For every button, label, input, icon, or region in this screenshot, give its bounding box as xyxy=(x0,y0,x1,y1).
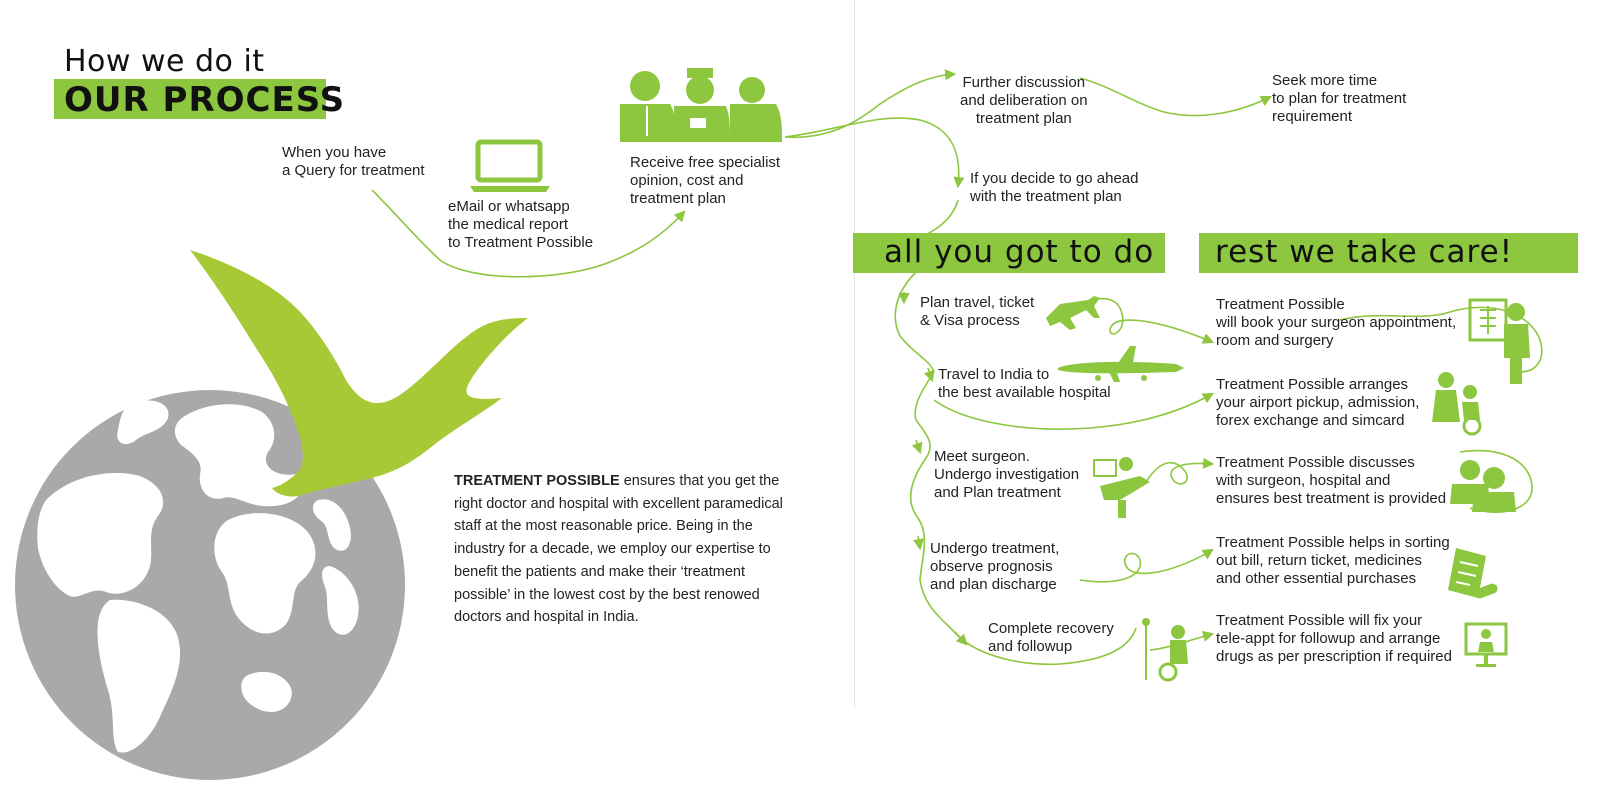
band-left-title: all you got to do xyxy=(884,234,1155,270)
step-seek: Seek more time to plan for treatment req… xyxy=(1272,72,1407,125)
left-step-meet-surgeon: Meet surgeon. Undergo investigation and … xyxy=(934,448,1080,501)
step-further: Further discussion and deliberation on t… xyxy=(960,74,1088,127)
description-brand: TREATMENT POSSIBLE xyxy=(454,473,620,489)
right-step-billing: Treatment Possible helps in sorting out … xyxy=(1216,534,1450,587)
telemedicine-screen-icon xyxy=(1464,622,1508,667)
description-text: ensures that you get the right doctor an… xyxy=(454,473,783,626)
flow-arrow-further-to-seek xyxy=(1079,77,1273,117)
wheelchair-helper-icon xyxy=(1432,372,1482,436)
page-divider xyxy=(854,0,855,708)
band-left xyxy=(853,233,1165,273)
flow-arrow-opinion-to-decide xyxy=(784,117,965,189)
left-step-recovery: Complete recovery and followup xyxy=(988,620,1114,655)
step-opinion: Receive free specialist opinion, cost an… xyxy=(630,154,781,207)
description-paragraph: TREATMENT POSSIBLE ensures that you get … xyxy=(454,470,794,629)
flow-arrow-left-2 xyxy=(923,367,935,383)
flow-arrow-left-5 xyxy=(954,631,968,646)
flow-path-left-column xyxy=(894,271,1137,666)
right-step-followup: Treatment Possible will fix your tele-ap… xyxy=(1216,612,1452,665)
right-step-booking: Treatment Possible will book your surgeo… xyxy=(1216,296,1457,349)
airplane-icon xyxy=(1046,296,1100,330)
flow-arrow-query-to-opinion xyxy=(371,189,686,278)
step-email: eMail or whatsapp the medical report to … xyxy=(448,198,594,251)
step-decide: If you decide to go ahead with the treat… xyxy=(970,170,1139,205)
flow-arrow-cross-4 xyxy=(1079,548,1214,583)
step-query: When you have a Query for treatment xyxy=(282,144,425,179)
left-step-travel-india: Travel to India to the best available ho… xyxy=(938,366,1111,401)
right-step-pickup: Treatment Possible arranges your airport… xyxy=(1216,376,1420,429)
left-step-undergo-treatment: Undergo treatment, observe prognosis and… xyxy=(930,540,1060,593)
page-title: OUR PROCESS xyxy=(64,80,346,120)
left-step-travel-plan: Plan travel, ticket & Visa process xyxy=(920,294,1035,329)
xray-doctor-icon xyxy=(1468,298,1530,384)
clipboard-pill-icon xyxy=(1448,548,1498,599)
laptop-icon xyxy=(470,139,550,192)
flow-arrow-cross-2 xyxy=(933,392,1214,430)
flow-arrow-left-4 xyxy=(913,535,925,551)
doctors-icon xyxy=(620,68,782,142)
large-airplane-icon xyxy=(1058,346,1184,382)
bird-icon xyxy=(190,250,528,497)
flow-arrow-left-3 xyxy=(911,439,923,455)
heading-highlight-bar xyxy=(54,79,326,119)
iv-drip-patient-icon xyxy=(1142,618,1188,682)
surgeons-icon xyxy=(1450,460,1516,512)
right-step-discussion: Treatment Possible discusses with surgeo… xyxy=(1216,454,1447,507)
flow-arrow-opinion-to-further xyxy=(784,69,957,139)
flow-arrow-cross-3 xyxy=(1145,457,1215,485)
flow-path-right-1 xyxy=(1339,306,1543,373)
heading-subtitle: How we do it xyxy=(64,44,265,79)
band-right xyxy=(1199,233,1578,273)
dentist-chair-icon xyxy=(1093,457,1150,518)
band-right-title: rest we take care! xyxy=(1215,234,1514,270)
flow-path-right-3 xyxy=(1459,449,1533,513)
